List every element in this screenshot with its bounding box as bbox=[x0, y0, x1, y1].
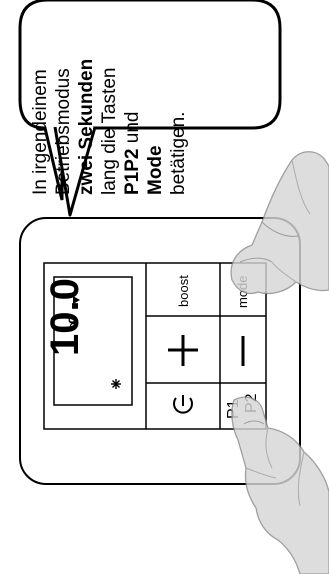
boost-label: boost bbox=[176, 275, 191, 307]
plus-button[interactable] bbox=[146, 316, 220, 383]
callout-line-6: Mode bbox=[145, 145, 166, 195]
svg-text:Betriebsmodus: Betriebsmodus bbox=[53, 68, 74, 195]
boost-button[interactable]: boost bbox=[146, 263, 220, 316]
display-temperature: 10.0 bbox=[43, 278, 87, 356]
display-unit: c bbox=[63, 316, 79, 324]
callout-bubble bbox=[18, 0, 282, 217]
snowflake-icon bbox=[111, 379, 121, 389]
svg-text:Mode: Mode bbox=[145, 145, 166, 195]
svg-text:betätigen.: betätigen. bbox=[168, 112, 189, 195]
pointing-hand-top bbox=[230, 151, 329, 295]
svg-text:In irgendeinem: In irgendeinem bbox=[30, 69, 51, 195]
minus-button[interactable] bbox=[220, 316, 266, 383]
callout-line-5: P1P2 bbox=[122, 149, 143, 195]
callout-line-3: zwei Sekunden bbox=[76, 59, 97, 195]
callout-line-1: In irgendeinem bbox=[30, 69, 51, 195]
power-icon bbox=[173, 395, 193, 414]
callout-line-4: lang die Tasten bbox=[99, 68, 120, 195]
signal-icon bbox=[73, 296, 80, 304]
pointing-hand-bottom bbox=[231, 396, 329, 574]
callout-line-7: betätigen. bbox=[168, 112, 189, 195]
callout-line-2: Betriebsmodus bbox=[53, 68, 74, 195]
callout-text: In irgendeinem Betriebsmodus zwei Sekund… bbox=[30, 59, 189, 195]
svg-text:lang die Tasten: lang die Tasten bbox=[99, 68, 120, 195]
callout-line-5-suffix: und bbox=[122, 112, 143, 149]
svg-text:P1P2 und: P1P2 und bbox=[122, 112, 143, 195]
power-button[interactable] bbox=[146, 383, 220, 429]
svg-text:zwei Sekunden: zwei Sekunden bbox=[76, 59, 97, 195]
